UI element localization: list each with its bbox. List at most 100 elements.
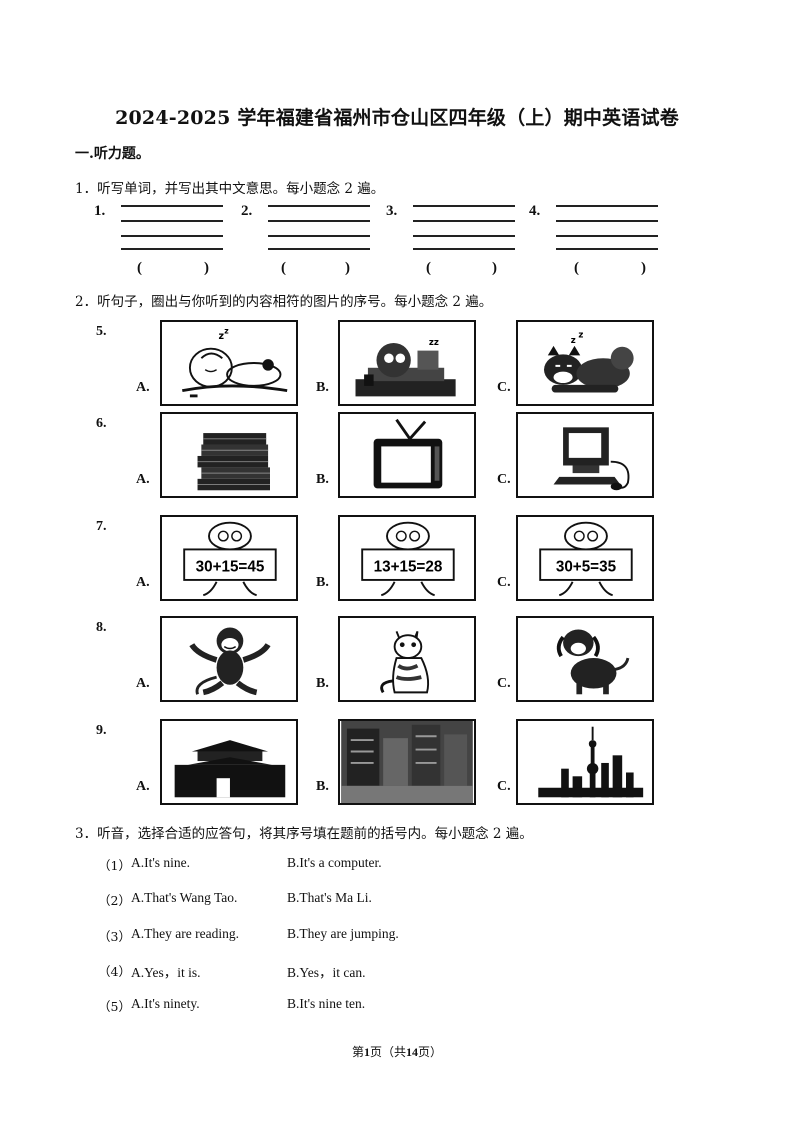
choice-a[interactable]: A.That's Wang Tao. (131, 890, 238, 905)
picture-equation-c[interactable]: 30+5=35 (516, 515, 654, 601)
choice-b[interactable]: B.That's Ma Li. (287, 890, 372, 905)
footer-middle: 页（共 (369, 1045, 406, 1059)
writing-line (556, 205, 658, 207)
total-pages-number: 14 (406, 1045, 418, 1059)
dictation-blank-4: 4. ( ) (529, 200, 674, 282)
choice-a[interactable]: A.Yes，it is. (131, 965, 201, 980)
svg-text:30+15=45: 30+15=45 (196, 558, 265, 575)
picture-question-6: 6. A. B. C. (0, 412, 794, 507)
option-label-a[interactable]: A. (136, 676, 150, 691)
item-number: （4） (98, 964, 131, 979)
option-label-a[interactable]: A. (136, 380, 150, 395)
picture-tv[interactable] (338, 412, 476, 498)
option-label-b[interactable]: B. (316, 472, 329, 487)
choice-a[interactable]: A.They are reading. (131, 926, 239, 941)
blank-number: 4. (529, 203, 541, 219)
blank-number: 3. (386, 203, 398, 219)
picture-question-7: 7. A. 30+15=45 B. 13+15=28 C. 30+5=35 (0, 515, 794, 610)
choice-b[interactable]: B.Yes，it can. (287, 965, 366, 980)
question-number: 8. (96, 620, 107, 635)
choice-b[interactable]: B.It's a computer. (287, 855, 382, 870)
svg-text:zz: zz (429, 338, 439, 348)
picture-dog[interactable] (516, 616, 654, 702)
writing-line (413, 220, 515, 222)
picture-sleeping-robot[interactable]: zz (338, 320, 476, 406)
exam-title: 2024-2025 学年福建省福州市仓山区四年级（上）期中英语试卷 (115, 107, 679, 129)
paren-open: ( (574, 260, 579, 276)
picture-cat[interactable] (338, 616, 476, 702)
writing-line (121, 220, 223, 222)
response-item-1: （1） A.It's nine. B.It's a computer. (98, 855, 382, 874)
writing-line (413, 205, 515, 207)
option-label-a[interactable]: A. (136, 575, 150, 590)
svg-text:z: z (224, 326, 229, 335)
writing-line (121, 235, 223, 237)
option-label-b[interactable]: B. (316, 779, 329, 794)
page-footer: 第1页（共14页） (0, 1043, 794, 1060)
picture-tiananmen[interactable] (160, 719, 298, 805)
paren-open: ( (137, 260, 142, 276)
q3-instruction: 3．听音，选择合适的应答句，将其序号填在题前的括号内。每小题念 2 遍。 (75, 826, 533, 842)
picture-sleeping-person[interactable]: z z (160, 320, 298, 406)
choice-b[interactable]: B.They are jumping. (287, 926, 399, 941)
option-label-c[interactable]: C. (497, 575, 511, 590)
choice-b[interactable]: B.It's nine ten. (287, 996, 366, 1011)
picture-books[interactable] (160, 412, 298, 498)
picture-sleeping-dog[interactable]: z z (516, 320, 654, 406)
picture-question-9: 9. A. B. C. (0, 719, 794, 814)
svg-text:30+5=35: 30+5=35 (556, 558, 617, 575)
picture-computer[interactable] (516, 412, 654, 498)
item-number: （5） (98, 999, 131, 1014)
option-label-b[interactable]: B. (316, 380, 329, 395)
writing-line (268, 220, 370, 222)
writing-line (268, 235, 370, 237)
item-number: （2） (98, 893, 131, 908)
option-label-a[interactable]: A. (136, 472, 150, 487)
writing-line (121, 205, 223, 207)
writing-line (268, 248, 370, 250)
question-number: 5. (96, 324, 107, 339)
section-listening-heading: 一.听力题。 (75, 146, 150, 162)
paren-close: ) (204, 260, 209, 276)
choice-a[interactable]: A.It's ninety. (131, 996, 200, 1011)
paren-open: ( (281, 260, 286, 276)
option-label-b[interactable]: B. (316, 575, 329, 590)
writing-line (413, 248, 515, 250)
question-number: 9. (96, 723, 107, 738)
paren-close: ) (492, 260, 497, 276)
blank-number: 1. (94, 203, 106, 219)
option-label-a[interactable]: A. (136, 779, 150, 794)
writing-line (556, 248, 658, 250)
footer-suffix: 页） (418, 1045, 443, 1059)
svg-text:13+15=28: 13+15=28 (374, 558, 443, 575)
paren-open: ( (426, 260, 431, 276)
svg-text:z: z (219, 331, 225, 342)
picture-equation-b[interactable]: 13+15=28 (338, 515, 476, 601)
item-number: （1） (98, 858, 131, 873)
question-number: 7. (96, 519, 107, 534)
writing-line (413, 235, 515, 237)
q1-instruction: 1．听写单词，并写出其中文意思。每小题念 2 遍。 (75, 181, 385, 197)
writing-line (556, 235, 658, 237)
choice-a[interactable]: A.It's nine. (131, 855, 191, 870)
option-label-c[interactable]: C. (497, 472, 511, 487)
option-label-b[interactable]: B. (316, 676, 329, 691)
current-page-number: 1 (363, 1045, 370, 1059)
option-label-c[interactable]: C. (497, 676, 511, 691)
dictation-blank-3: 3. ( ) (386, 200, 531, 282)
picture-monkey[interactable] (160, 616, 298, 702)
paren-close: ) (641, 260, 646, 276)
picture-city-street[interactable] (338, 719, 476, 805)
response-item-5: （5） A.It's ninety. B.It's nine ten. (98, 996, 365, 1015)
writing-line (268, 205, 370, 207)
option-label-c[interactable]: C. (497, 380, 511, 395)
footer-prefix: 第 (351, 1045, 364, 1059)
picture-equation-a[interactable]: 30+15=45 (160, 515, 298, 601)
svg-text:z: z (578, 330, 583, 340)
dictation-blank-2: 2. ( ) (241, 200, 386, 282)
response-item-4: （4） A.Yes，it is. B.Yes，it can. (98, 961, 366, 980)
option-label-c[interactable]: C. (497, 779, 511, 794)
picture-shanghai-tower[interactable] (516, 719, 654, 805)
picture-question-8: 8. A. B. C. (0, 616, 794, 711)
question-number: 6. (96, 416, 107, 431)
